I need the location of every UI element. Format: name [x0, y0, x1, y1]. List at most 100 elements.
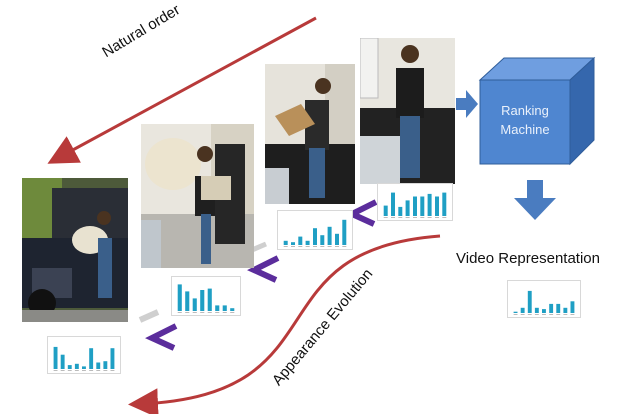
histogram-frame-1-tick-7: [96, 370, 101, 371]
ranking-machine-cube: [478, 56, 596, 166]
histogram-frame-3-bar-6: [320, 235, 325, 245]
histogram-frame-3-bar-1: [283, 240, 288, 245]
histogram-frame-4-tick-1: [383, 217, 388, 218]
histogram-frame-2-bar-7: [222, 305, 227, 311]
histogram-video-bar-2: [520, 307, 525, 313]
histogram-video-bar-8: [563, 307, 568, 313]
frame-4-photo: [360, 38, 455, 184]
histogram-video-bar-4: [534, 307, 539, 313]
histogram-video-bar-1: [513, 311, 518, 313]
histogram-frame-4-bar-7: [427, 193, 432, 216]
histogram-frame-1-bar-7: [96, 362, 101, 369]
flow-arrow-down: [514, 180, 556, 220]
histogram-video-tick-7: [556, 314, 561, 315]
histogram-video-tick-5: [542, 314, 546, 315]
histogram-frame-1-bar-4: [74, 363, 79, 369]
histogram-frame-4-tick-5: [413, 217, 417, 218]
flow-arrow-right: [456, 90, 478, 118]
frame-2-image: [141, 124, 254, 268]
frame-3-image: [265, 64, 355, 204]
chevron-2-3: [247, 241, 280, 283]
histogram-frame-4-tick-8: [435, 217, 439, 218]
histogram-frame-2: [171, 276, 241, 316]
histogram-frame-1-bar-6: [89, 348, 94, 369]
appearance-evolution-arrow: [128, 234, 441, 414]
histogram-frame-2-tick-1: [177, 312, 182, 313]
histogram-frame-4-tick-7: [427, 217, 432, 218]
histogram-frame-1-bar-8: [103, 361, 108, 369]
histogram-frame-2-bar-1: [177, 284, 182, 311]
histogram-frame-2-tick-5: [207, 312, 212, 313]
chevron-3-4: [345, 199, 378, 227]
histogram-frame-1-bar-5: [82, 366, 86, 369]
histogram-frame-1-bar-2: [60, 354, 65, 369]
histogram-frame-4-bar-1: [383, 205, 388, 216]
histogram-frame-3-tick-2: [291, 246, 295, 247]
histogram-video-bars: [513, 290, 575, 315]
histogram-frame-4-bar-9: [442, 192, 447, 216]
histogram-frame-3-tick-7: [327, 246, 332, 247]
histogram-frame-2-tick-7: [222, 312, 227, 313]
histogram-frame-3-tick-6: [320, 246, 325, 247]
ranking-machine-label-line2: Machine: [500, 122, 550, 137]
histogram-frame-3-tick-4: [305, 246, 310, 247]
natural-order-arrow: [47, 16, 317, 164]
histogram-video-bar-6: [549, 303, 554, 313]
histogram-frame-3-bars: [283, 219, 347, 247]
histogram-frame-3-bar-7: [327, 226, 332, 245]
histogram-frame-4-bar-5: [413, 196, 417, 216]
histogram-frame-1-tick-4: [74, 370, 79, 371]
histogram-frame-3-bar-4: [305, 240, 310, 245]
histogram-video-tick-6: [549, 314, 554, 315]
histogram-frame-1-tick-6: [89, 370, 94, 371]
histogram-frame-2-tick-4: [200, 312, 205, 313]
video-representation-label: Video Representation: [456, 250, 600, 267]
frame-4-image: [360, 38, 455, 184]
histogram-frame-3-tick-3: [298, 246, 303, 247]
histogram-frame-2-bars: [177, 284, 235, 313]
histogram-frame-3-bar-5: [313, 228, 317, 245]
histogram-frame-3-tick-9: [342, 246, 347, 247]
histogram-frame-3-bar-2: [291, 242, 295, 245]
histogram-frame-1-bars: [53, 346, 115, 371]
histogram-frame-1-bar-1: [53, 346, 58, 369]
histogram-frame-3: [277, 210, 353, 250]
histogram-frame-2-bar-8: [230, 308, 235, 311]
histogram-video-bar-3: [527, 290, 532, 313]
histogram-frame-1-tick-8: [103, 370, 108, 371]
histogram-video-bar-7: [556, 303, 561, 313]
histogram-frame-1-tick-5: [82, 370, 86, 371]
histogram-video-tick-1: [513, 314, 518, 315]
histogram-frame-2-tick-2: [185, 312, 190, 313]
frame-1-photo: [22, 178, 128, 322]
histogram-video-tick-4: [534, 314, 539, 315]
histogram-frame-3-bar-3: [298, 236, 303, 245]
histogram-frame-1-tick-2: [60, 370, 65, 371]
frame-1-image: [22, 178, 128, 322]
histogram-video-representation: [507, 280, 581, 318]
histogram-frame-4-tick-9: [442, 217, 447, 218]
histogram-frame-2-bar-3: [192, 298, 197, 311]
histogram-frame-3-tick-8: [335, 246, 339, 247]
histogram-frame-3-tick-5: [313, 246, 317, 247]
histogram-frame-1-bar-9: [110, 348, 115, 369]
histogram-frame-4-bar-6: [420, 196, 425, 216]
histogram-video-tick-3: [527, 314, 532, 315]
histogram-frame-4-tick-3: [398, 217, 403, 218]
histogram-frame-3-bar-8: [335, 233, 339, 245]
histogram-frame-2-tick-6: [215, 312, 220, 313]
histogram-video-tick-2: [520, 314, 525, 315]
ranking-machine-label-line1: Ranking: [501, 103, 549, 118]
histogram-video-tick-9: [570, 314, 575, 315]
histogram-video-bar-9: [570, 301, 575, 313]
histogram-frame-4-bar-3: [398, 206, 403, 216]
histogram-frame-4-bar-2: [391, 192, 395, 216]
histogram-frame-1: [47, 336, 121, 374]
frame-3-photo: [265, 64, 355, 204]
histogram-frame-3-tick-1: [283, 246, 288, 247]
histogram-frame-4-bar-8: [435, 196, 439, 216]
histogram-frame-4-bars: [383, 192, 447, 218]
histogram-frame-2-tick-8: [230, 312, 235, 313]
